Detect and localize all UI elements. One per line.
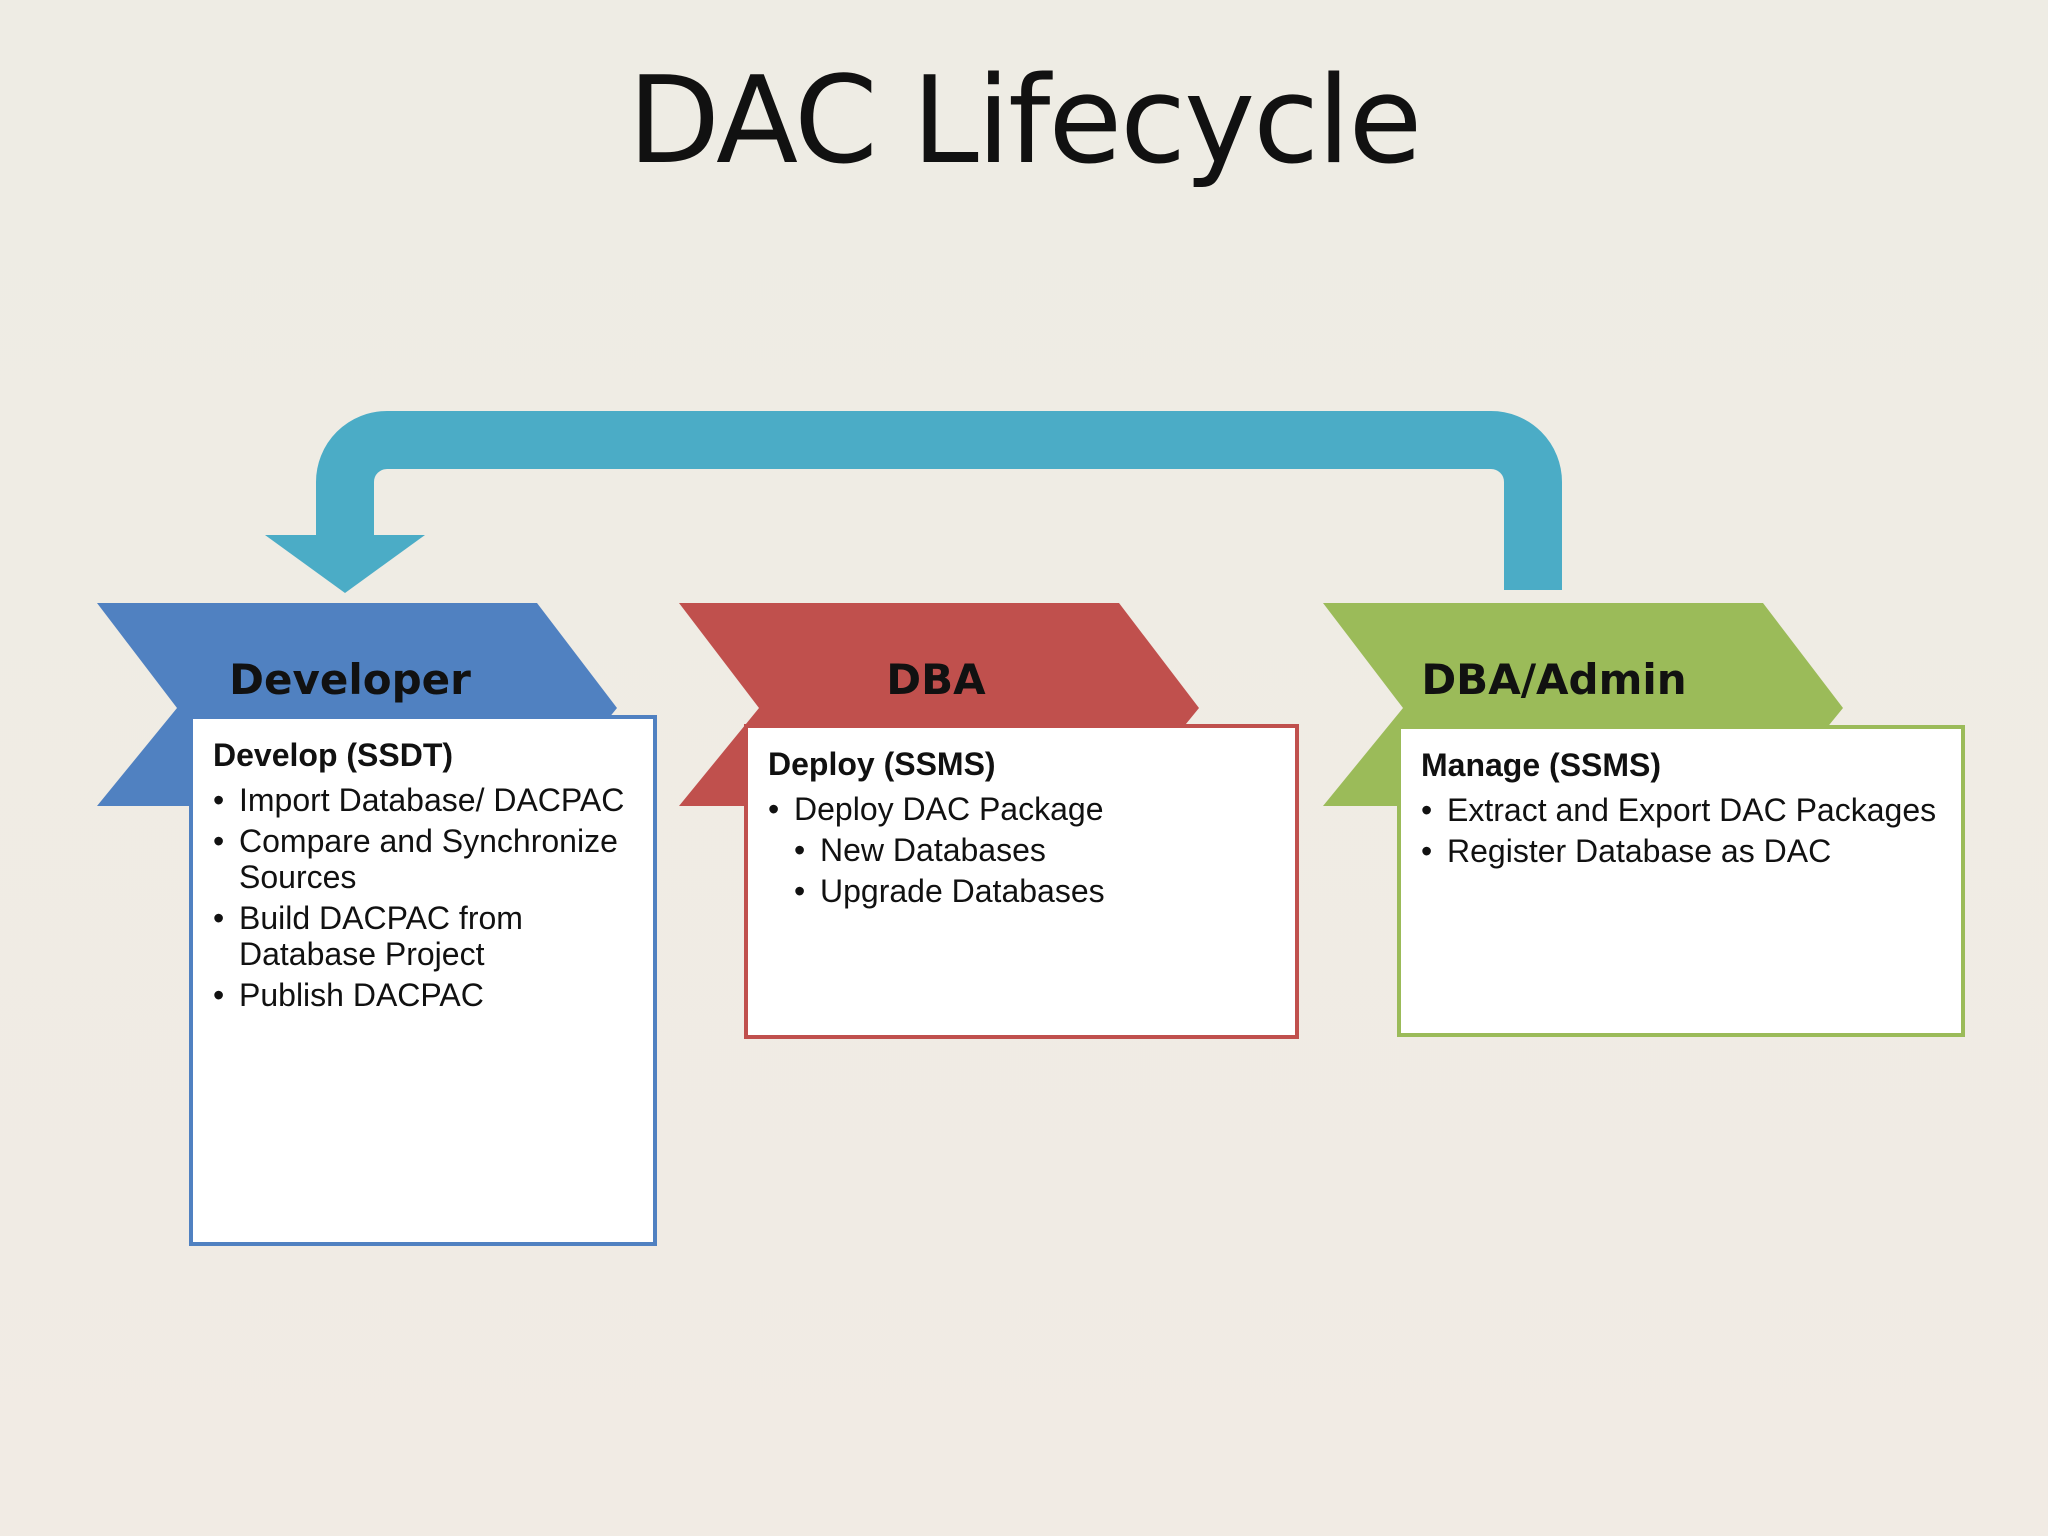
list-item: Extract and Export DAC Packages xyxy=(1421,792,1941,828)
dba-box: Deploy (SSMS) Deploy DAC Package New Dat… xyxy=(744,724,1299,1039)
stage-label-dba-admin: DBA/Admin xyxy=(1421,655,1687,704)
list-item: Deploy DAC Package xyxy=(768,791,1275,827)
box-title: Deploy (SSMS) xyxy=(768,746,996,782)
loop-back-arrow xyxy=(316,411,1562,590)
stage-label-developer: Developer xyxy=(229,655,471,704)
task-list: Import Database/ DACPAC Compare and Sync… xyxy=(213,782,633,1013)
developer-box: Develop (SSDT) Import Database/ DACPAC C… xyxy=(189,715,657,1246)
stage-label-dba: DBA xyxy=(886,655,986,704)
page-title: DAC Lifecycle xyxy=(627,52,1423,191)
list-item: New Databases xyxy=(794,832,1275,868)
box-title: Manage (SSMS) xyxy=(1421,747,1662,783)
list-item: Register Database as DAC xyxy=(1421,833,1941,869)
box-title: Develop (SSDT) xyxy=(213,737,454,773)
loop-back-arrowhead xyxy=(265,535,425,593)
list-item: Publish DACPAC xyxy=(213,977,633,1013)
dba-admin-box: Manage (SSMS) Extract and Export DAC Pac… xyxy=(1397,725,1965,1037)
task-list: Extract and Export DAC Packages Register… xyxy=(1421,792,1941,869)
list-item: Build DACPAC from Database Project xyxy=(213,900,633,972)
list-item: Import Database/ DACPAC xyxy=(213,782,633,818)
list-item: Upgrade Databases xyxy=(794,873,1275,909)
task-list: Deploy DAC Package New Databases Upgrade… xyxy=(768,791,1275,909)
list-item: Compare and Synchronize Sources xyxy=(213,823,633,895)
